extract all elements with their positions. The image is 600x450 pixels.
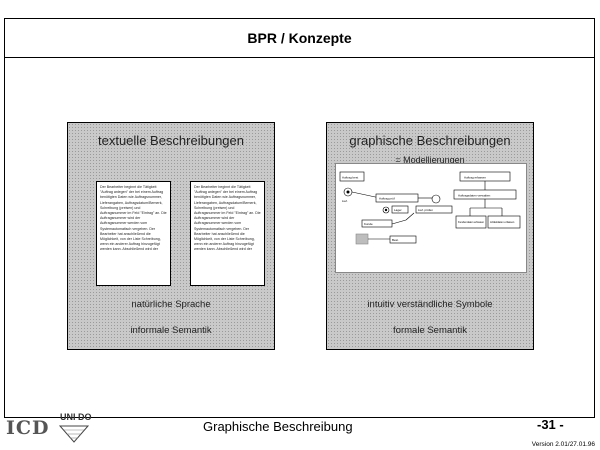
panel-note: intuitiv verständliche Symbole [367,299,493,310]
slide-title: BPR / Konzepte [4,18,595,58]
graphical-descriptions-panel: graphische Beschreibungen = Modellierung… [326,122,534,350]
tree-leaf-box [455,215,487,229]
diagram-node-dot [384,208,388,212]
panel-note: natürliche Sprache [131,299,211,310]
text-sample-2: Der Bearbeiter beginnt die Tätigkeit "Au… [190,181,265,286]
tree-label: Auftrag erfassen [464,176,486,180]
diagram-store [355,233,369,245]
panel-subtitle: = Modellierungen [395,155,465,165]
page-number: -31 - [537,417,564,432]
diagram-box [361,219,393,228]
diagram-arrow [351,191,381,199]
diagram-box [415,205,453,214]
diagram-box [389,235,417,244]
footer-divider [4,417,595,418]
diagram-label: Lief. prüfen [418,208,433,212]
diagram-label: Lager [394,208,402,212]
diagram-arrow [405,212,415,221]
diagram-label: Kunde [364,222,373,226]
panel-note: formale Semantik [393,325,467,336]
panel-title: graphische Beschreibungen [349,133,511,148]
diagram-node-dot [346,190,350,194]
panel-title: textuelle Beschreibungen [98,133,244,148]
diagram-label: Lief. [342,199,348,203]
tree-label: Kundendaten erfassen [458,220,485,224]
tree-label: Artikeldaten erfassen [490,220,515,224]
diagram-box [391,205,409,214]
unido-logo-mark-icon [58,425,90,443]
diagram-arrow [391,219,407,225]
diagram-box [339,171,365,182]
diagram-label: Auftrag best [342,176,358,180]
diagram-node [431,194,441,204]
tree-leaf-box [487,215,521,229]
textual-descriptions-panel: textuelle Beschreibungen Der Bearbeiter … [67,122,275,350]
icd-logo: ICD [6,417,50,439]
text-sample-1: Der Bearbeiter beginnt die Tätigkeit "Au… [96,181,171,286]
diagram-label: Auftrag prüf [379,197,395,201]
panel-note: informale Semantik [130,325,212,336]
model-diagram: Auftrag best Lief. Auftrag prüf Lief. pr… [335,163,527,273]
version-label: Version 2.01/27.01.96 [531,441,595,448]
diagram-svg: Auftrag best Lief. Auftrag prüf Lief. pr… [339,171,521,245]
diagram-label: Best. [392,238,399,242]
footer-title: Graphische Beschreibung [203,419,353,434]
unido-logo: UNI DO [60,412,92,422]
tree-label: Auftragsdaten verwalten [458,194,491,198]
